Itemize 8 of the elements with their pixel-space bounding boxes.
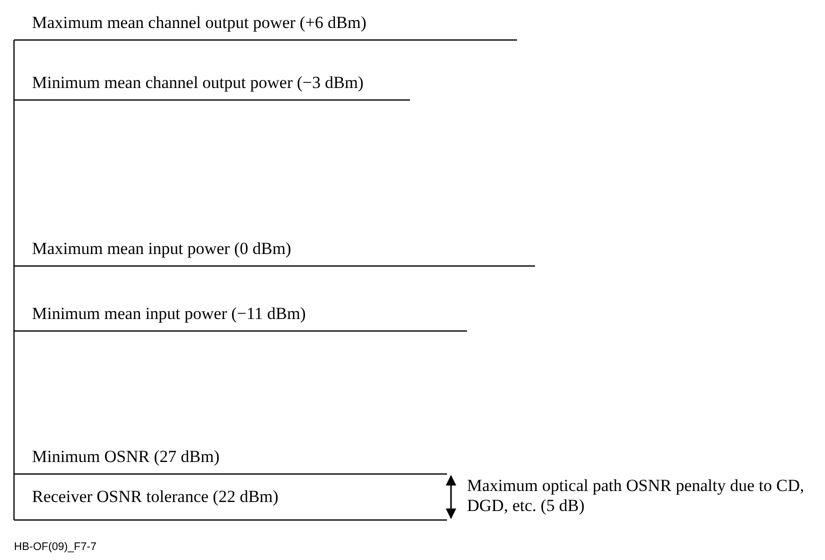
dimension-label: Maximum optical path OSNR penalty due to CD, DGD, etc. (5 dB): [467, 476, 806, 516]
level-label: Minimum OSNR (27 dBm): [32, 447, 220, 467]
level-label: Receiver OSNR tolerance (22 dBm): [32, 487, 278, 507]
level-label: Maximum mean channel output power (+6 dBm): [32, 13, 366, 33]
figure-id: HB-OF(09)_F7-7: [14, 541, 97, 554]
level-label: Minimum mean input power (−11 dBm): [32, 304, 306, 324]
level-label: Maximum mean input power (0 dBm): [32, 239, 292, 259]
level-label: Minimum mean channel output power (−3 dBm): [32, 73, 364, 93]
